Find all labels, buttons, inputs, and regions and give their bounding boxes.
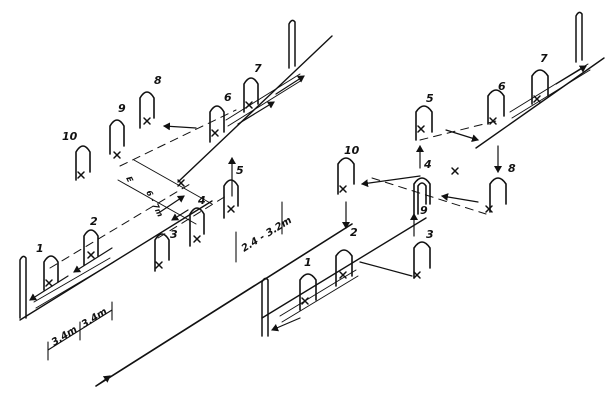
label-10: 10 [344, 144, 360, 157]
hook-10 [337, 157, 355, 195]
dim-spacing-b: 3.4m [80, 306, 110, 330]
hook-1 [43, 255, 59, 291]
hook-6 [209, 105, 225, 143]
cross-marks [45, 101, 253, 287]
label-2: 2 [350, 226, 358, 239]
hook-5 [223, 179, 239, 219]
hook-7 [531, 69, 549, 105]
dash-line [119, 109, 237, 167]
hook-4 [189, 207, 205, 247]
dash-line [157, 195, 227, 239]
label-7: 7 [540, 52, 548, 65]
label-8: 8 [154, 74, 162, 87]
label-6: 6 [224, 91, 232, 104]
hook-9 [109, 119, 125, 155]
label-5: 5 [236, 164, 244, 177]
dim-inner-e: E [124, 175, 135, 184]
label-5: 5 [426, 92, 434, 105]
movement-arrows [29, 75, 305, 301]
label-7: 7 [254, 62, 262, 75]
hook-3 [413, 241, 431, 279]
label-3: 3 [426, 228, 434, 241]
label-9: 9 [420, 204, 428, 217]
front-rail-line [261, 217, 427, 319]
label-3: 3 [170, 228, 178, 241]
label-6: 6 [498, 80, 506, 93]
label-4: 4 [197, 194, 206, 207]
label-8: 8 [508, 162, 516, 175]
left-panel: 1 2 3 4 5 6 7 8 9 10 3.4m 3.4m 2.4 - 3.2… [19, 19, 353, 387]
front-rail-line [19, 200, 213, 321]
dash-line [419, 119, 501, 141]
label-10: 10 [62, 130, 78, 143]
end-post [288, 19, 296, 69]
hook-2 [335, 249, 353, 287]
label-2: 2 [90, 215, 98, 228]
dim-spacing-a: 3.4m [50, 324, 80, 348]
dash-line [371, 177, 487, 215]
dimension-lines [47, 201, 283, 387]
label-1: 1 [304, 256, 312, 269]
label-4: 4 [423, 158, 432, 171]
hook-8 [139, 91, 155, 129]
hook-3 [154, 233, 170, 272]
baseline-line [95, 223, 353, 387]
cross-marks [301, 95, 541, 305]
hook-7 [243, 77, 259, 113]
rail-lanes [33, 73, 303, 309]
hook-5 [415, 105, 433, 141]
movement-arrows [271, 65, 587, 332]
hook-2 [83, 229, 99, 266]
end-post [19, 255, 27, 319]
label-1: 1 [36, 242, 44, 255]
hook-1 [299, 273, 317, 311]
label-9: 9 [118, 102, 126, 115]
hook-10 [75, 145, 91, 181]
right-panel: 1 2 3 4 5 6 7 8 9 10 [261, 11, 605, 337]
hook-6 [487, 89, 505, 125]
hook-4 [413, 177, 431, 215]
dim-width: 2.4 - 3.2m [240, 215, 294, 255]
end-post [575, 11, 583, 63]
hook-8 [489, 177, 507, 213]
rail-lanes [279, 63, 591, 323]
dim-inner-f: 6 - 7m [144, 189, 165, 218]
end-post [261, 277, 269, 337]
back-rail-line [475, 57, 605, 149]
